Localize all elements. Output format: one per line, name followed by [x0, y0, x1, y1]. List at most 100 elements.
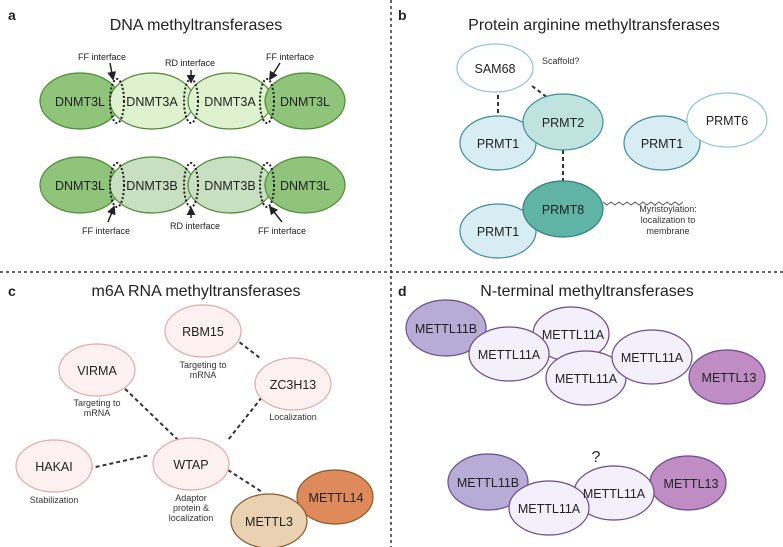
- arrow-icon: [269, 62, 281, 81]
- interface-label: FF interface: [82, 226, 130, 236]
- rbm15-note: Targeting to: [179, 360, 226, 370]
- prmt8-node: [522, 180, 604, 238]
- panel-c-letter: c: [8, 283, 16, 299]
- wtap-note: protein &: [173, 503, 209, 513]
- hakai-node: [15, 439, 93, 493]
- interface-label: FF interface: [266, 52, 314, 62]
- node-label: METTL11A: [555, 372, 618, 386]
- virma-note: Targeting to: [73, 398, 120, 408]
- node-label: PRMT1: [641, 137, 683, 151]
- mettl11a-node: [508, 480, 590, 536]
- interface-label: RD interface: [170, 221, 220, 231]
- mettl11a-node: [611, 329, 693, 385]
- dnmt-row-2: DNMT3L DNMT3B DNMT3B DNMT3L: [39, 156, 346, 214]
- interaction-link: [119, 383, 179, 441]
- panel-b: b Protein arginine methyltransferases SA…: [398, 7, 768, 259]
- myristoylation-note: membrane: [646, 226, 689, 236]
- wtap-note: Adaptor: [175, 493, 207, 503]
- mettl13-node: [688, 349, 766, 405]
- node-label: WTAP: [173, 458, 208, 472]
- zc3h13-note: Localization: [269, 412, 317, 422]
- node-label: DNMT3L: [280, 95, 330, 109]
- node-label: PRMT1: [477, 137, 519, 151]
- node-label: METTL14: [309, 491, 364, 505]
- dnmt3l-node: [264, 156, 346, 214]
- node-label: METTL11A: [518, 502, 581, 516]
- zc3h13-node: [254, 357, 332, 411]
- interaction-link: [227, 391, 267, 441]
- node-label: PRMT2: [542, 116, 584, 130]
- panel-c: c m6A RNA methyltransferases RBM15 VIRMA…: [8, 283, 374, 547]
- panel-d: d N-terminal methyltransferases METTL11B…: [398, 283, 766, 536]
- ff-interface-marker: [259, 162, 275, 208]
- prmt1-node: [459, 203, 537, 259]
- node-label: DNMT3L: [55, 95, 105, 109]
- prmt2-node: [522, 93, 604, 151]
- myristoyl-chain-icon: [602, 201, 684, 206]
- panel-b-title: Protein arginine methyltransferases: [468, 17, 720, 34]
- panel-b-letter: b: [398, 7, 407, 23]
- node-label: PRMT8: [542, 203, 584, 217]
- panel-c-title: m6A RNA methyltransferases: [92, 283, 301, 300]
- node-label: DNMT3L: [280, 179, 330, 193]
- panel-a-letter: a: [8, 7, 16, 23]
- node-label: PRMT1: [477, 225, 519, 239]
- scaffold-note: Scaffold?: [542, 56, 579, 66]
- sam68-node: [456, 43, 534, 93]
- node-label: METTL11B: [415, 322, 477, 336]
- node-label: DNMT3B: [204, 179, 255, 193]
- rbm15-note: mRNA: [190, 370, 217, 380]
- interaction-link: [227, 469, 263, 493]
- interaction-link: [81, 454, 151, 471]
- node-label: METTL11B: [457, 476, 519, 490]
- interaction-link: [531, 85, 549, 99]
- hakai-note: Stabilization: [30, 495, 79, 505]
- node-label: METTL3: [245, 515, 293, 529]
- node-label: METTL11A: [621, 351, 684, 365]
- arrow-icon: [268, 205, 283, 223]
- prmt1-node: [623, 115, 701, 171]
- node-label: DNMT3L: [55, 179, 105, 193]
- interface-label: FF interface: [78, 52, 126, 62]
- mettl11b-node: [405, 299, 487, 357]
- node-label: METTL11A: [542, 328, 605, 342]
- node-label: DNMT3B: [126, 179, 177, 193]
- node-label: METTL11A: [478, 348, 541, 362]
- panel-a: a DNA methyltransferases DNMT3L DNMT3A D…: [8, 7, 346, 236]
- rbm15-node: [164, 304, 242, 358]
- virma-node: [58, 343, 136, 397]
- interface-label: RD interface: [165, 58, 215, 68]
- question-mark: ?: [592, 449, 601, 466]
- mettl3-node: [230, 493, 308, 547]
- panel-a-title: DNA methyltransferases: [110, 17, 283, 34]
- interaction-link: [233, 337, 261, 359]
- interface-label: FF interface: [258, 226, 306, 236]
- mettl14-node: [296, 469, 374, 525]
- node-label: RBM15: [182, 325, 224, 339]
- node-label: PRMT6: [706, 114, 748, 128]
- node-label: DNMT3A: [126, 95, 178, 109]
- node-label: DNMT3A: [204, 95, 256, 109]
- wtap-note: localization: [169, 513, 214, 523]
- arrow-icon: [107, 205, 116, 223]
- node-label: HAKAI: [35, 460, 73, 474]
- myristoylation-note: Myristoylation:: [639, 204, 697, 214]
- dnmt3l-node: [264, 72, 346, 130]
- node-label: METTL11A: [583, 487, 646, 501]
- node-label: METTL13: [702, 371, 757, 385]
- prmt6-node: [686, 92, 768, 148]
- panel-d-letter: d: [398, 283, 407, 299]
- wtap-node: [152, 437, 230, 491]
- node-label: ZC3H13: [270, 378, 317, 392]
- node-label: SAM68: [475, 62, 516, 76]
- mettl11a-node: [468, 326, 550, 382]
- dnmt-row-1: DNMT3L DNMT3A DNMT3A DNMT3L: [39, 72, 346, 130]
- myristoylation-note: localization to: [641, 215, 696, 225]
- mettl11b-node: [447, 453, 529, 511]
- node-label: METTL13: [664, 477, 719, 491]
- node-label: VIRMA: [77, 364, 117, 378]
- virma-note: mRNA: [84, 408, 111, 418]
- arrow-icon: [107, 62, 117, 81]
- ff-interface-marker: [109, 162, 125, 208]
